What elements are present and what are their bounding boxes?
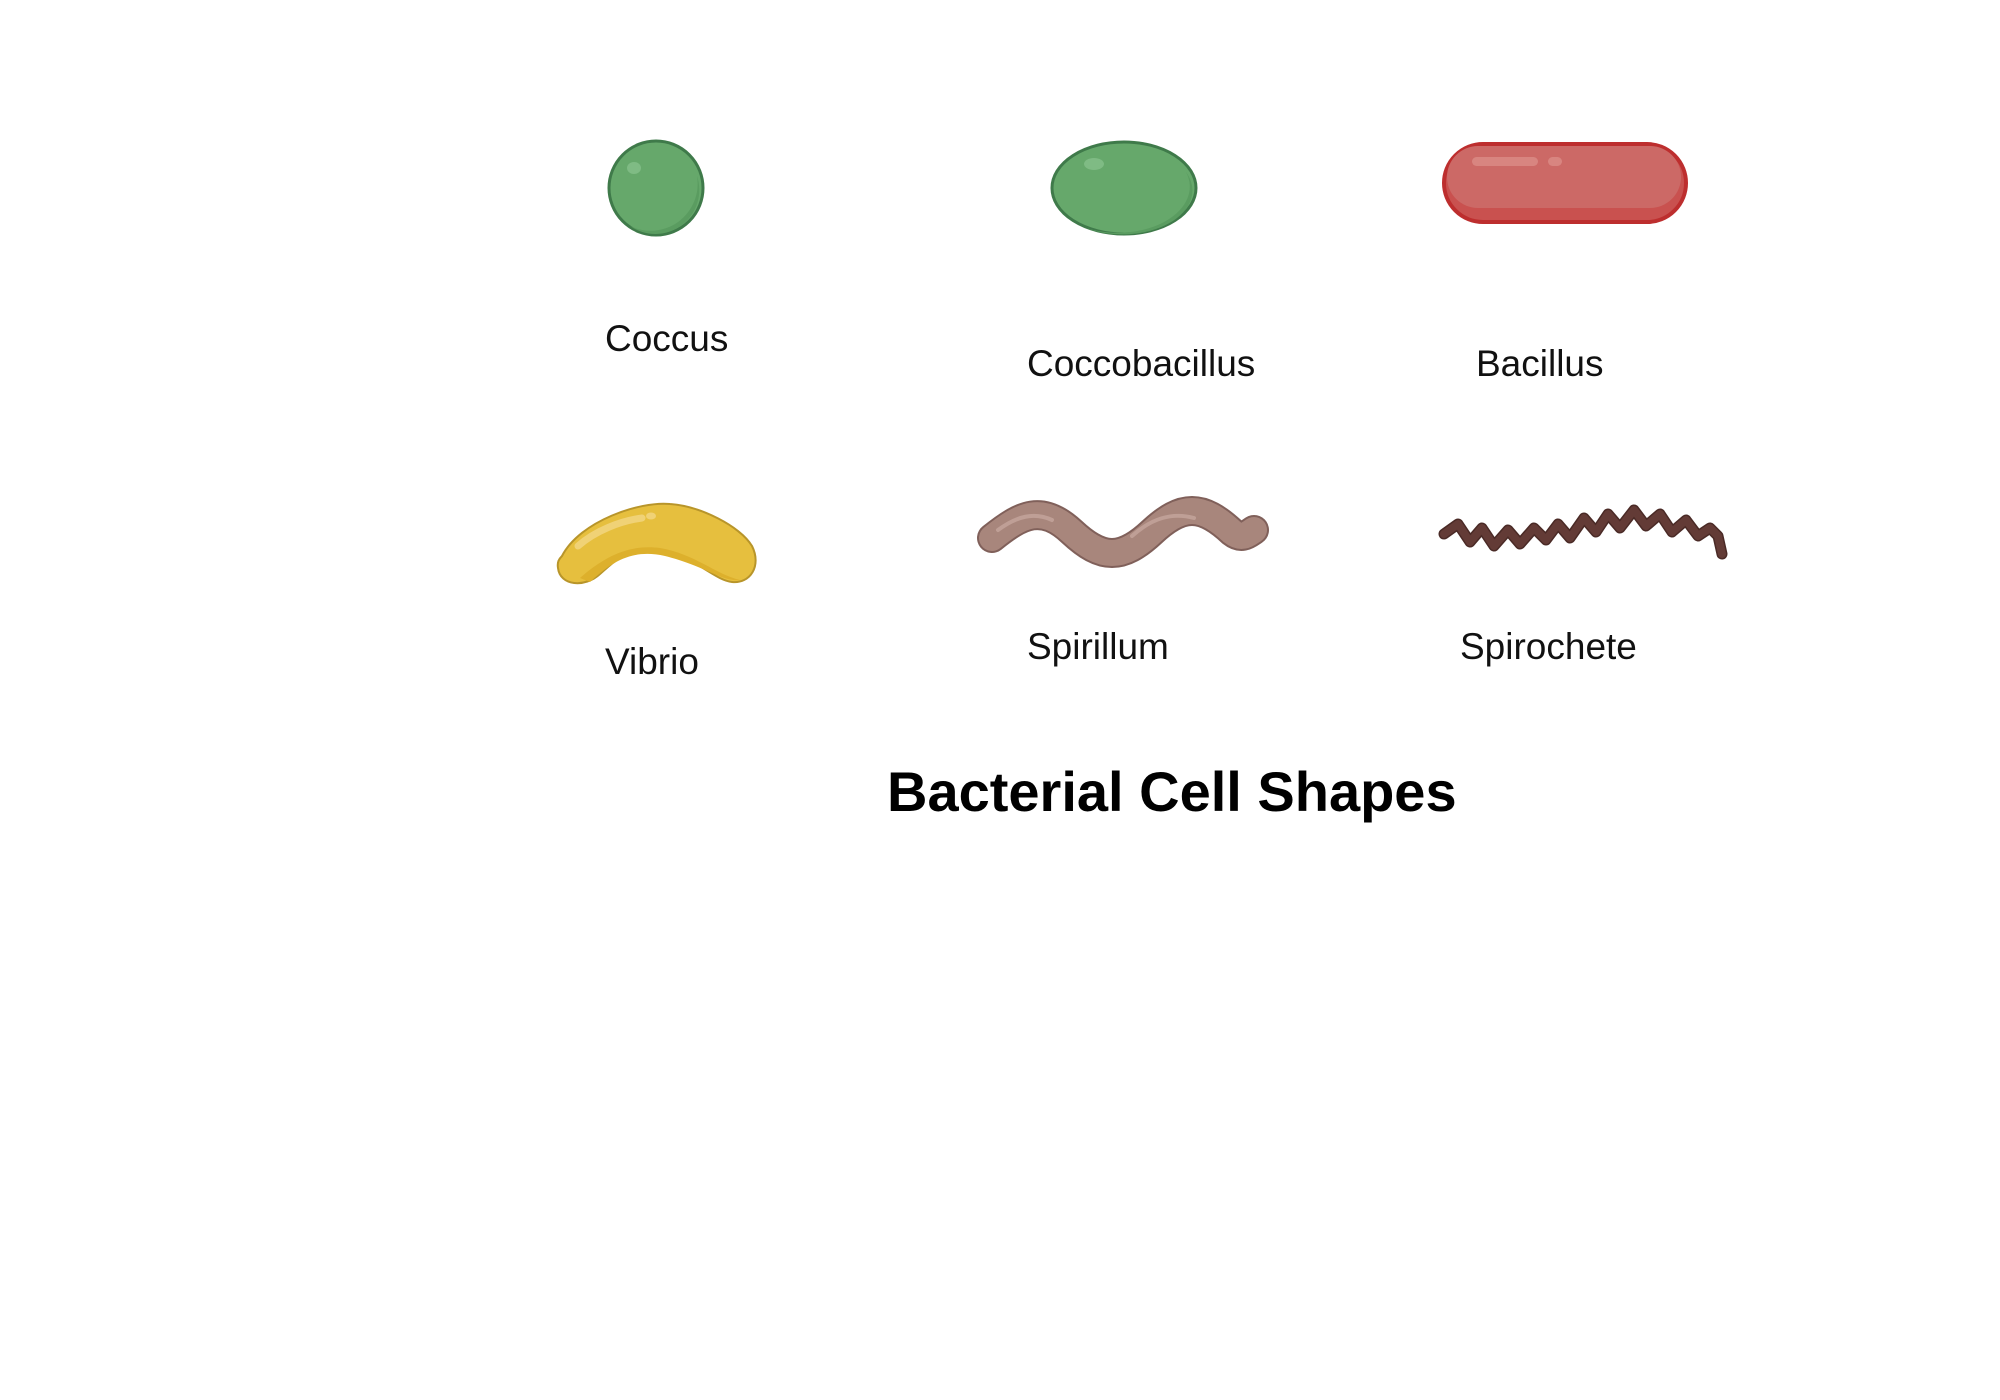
coccobacillus-label: Coccobacillus <box>1027 343 1256 384</box>
spirochete-cell-icon <box>1438 504 1728 560</box>
spirillum-cell-icon <box>977 496 1269 568</box>
coccus-cell-icon <box>607 139 705 237</box>
vibrio-cell-icon <box>556 502 757 584</box>
bacillus-label: Bacillus <box>1476 343 1604 384</box>
vibrio-label: Vibrio <box>605 641 699 682</box>
coccus-label: Coccus <box>605 318 729 359</box>
spirochete-label: Spirochete <box>1460 626 1637 667</box>
diagram-title: Bacterial Cell Shapes <box>887 760 1457 823</box>
bacillus-cell-icon <box>1442 142 1688 224</box>
spirillum-label: Spirillum <box>1027 626 1169 667</box>
coccobacillus-cell-icon <box>1050 140 1198 236</box>
